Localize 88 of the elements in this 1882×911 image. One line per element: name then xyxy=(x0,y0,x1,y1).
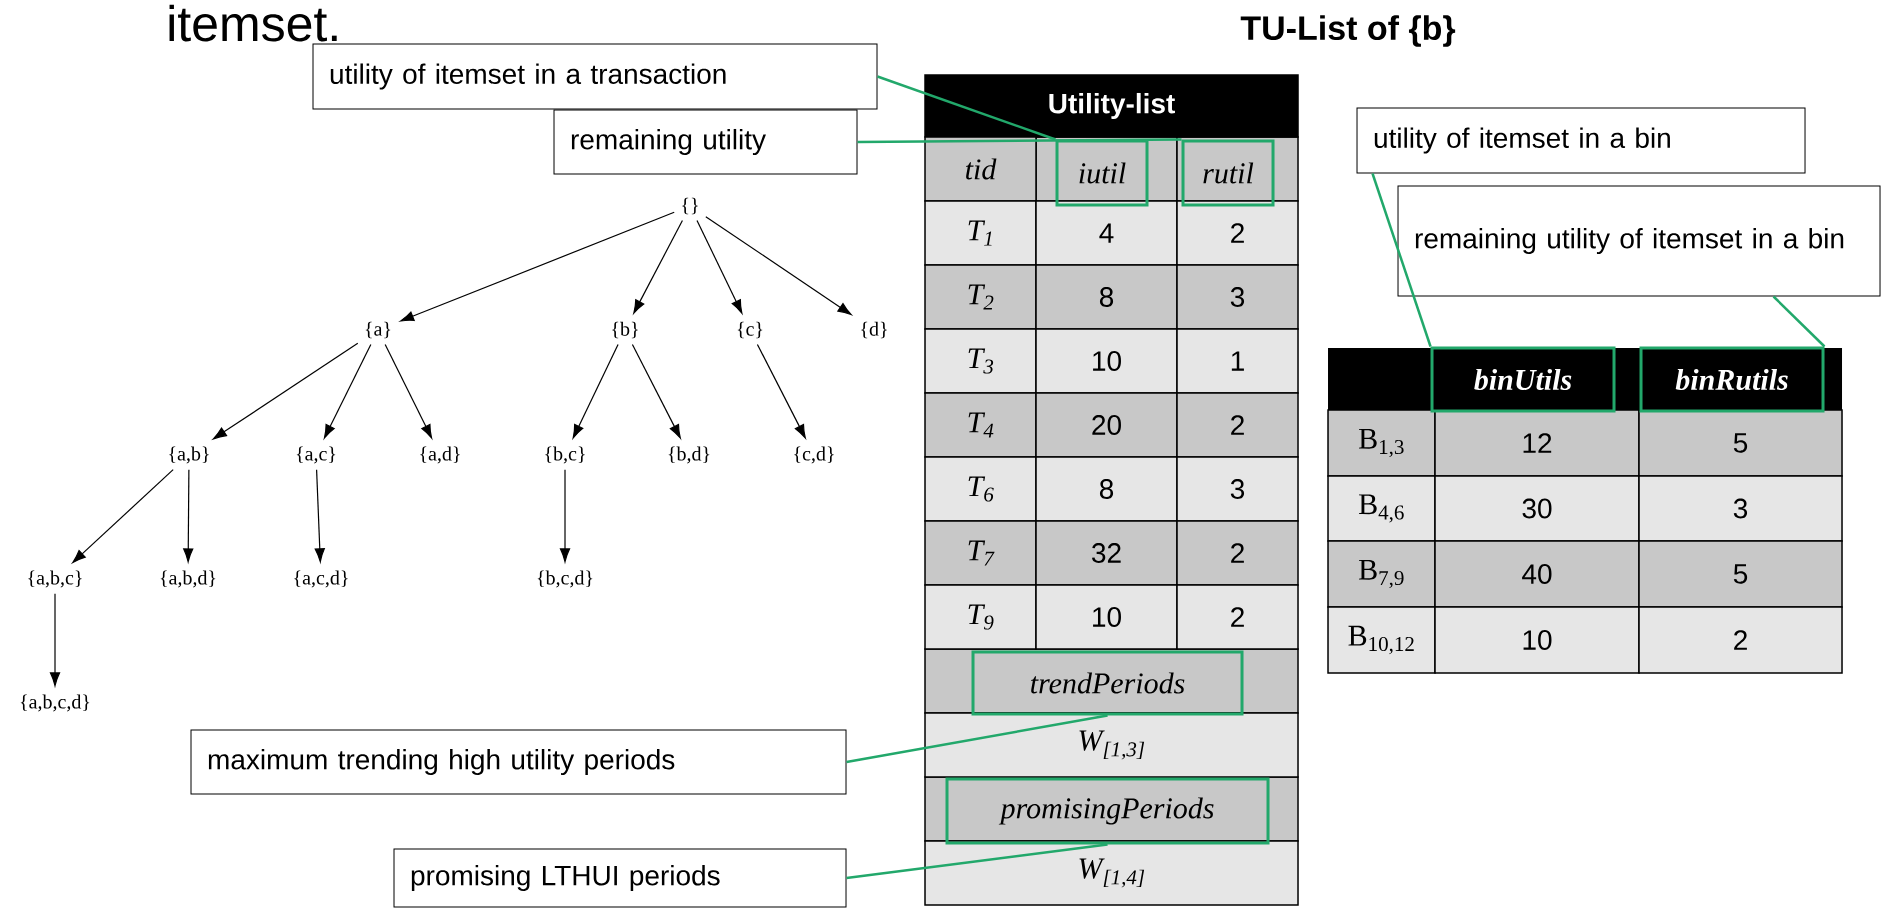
set-label: {c} xyxy=(737,321,763,339)
table-cell: Utility-list xyxy=(924,74,1299,138)
arrow xyxy=(400,211,675,322)
leader-line xyxy=(1371,173,1432,347)
arrow xyxy=(572,343,619,439)
table-cell: 2 xyxy=(1638,606,1843,674)
leader-line xyxy=(846,714,1108,764)
set-label: {a,b,c} xyxy=(28,570,82,588)
table-cell: 2 xyxy=(1176,200,1299,266)
table-cell: B$_{10,12}$ xyxy=(1327,606,1436,674)
set-label: {a,c} xyxy=(296,446,336,464)
table-cell: T$_{3}$ xyxy=(924,328,1037,394)
table-cell: 3 xyxy=(1638,475,1843,542)
table-cell: W$_{[1,3]}$ xyxy=(924,712,1299,778)
set-label: {a,d} xyxy=(420,446,460,464)
leader-line xyxy=(857,138,1182,144)
callout-box: remaining utility of itemset in a bin xyxy=(1397,185,1881,297)
table-cell: 5 xyxy=(1638,409,1843,477)
table-cell: 8 xyxy=(1035,456,1178,522)
callout-box: remaining utility xyxy=(553,109,858,175)
leader-line xyxy=(877,75,1056,141)
callout-box: utility of itemset in a bin xyxy=(1356,107,1806,174)
table-cell: B$_{4,6}$ xyxy=(1327,475,1436,542)
leader-line xyxy=(846,843,1108,880)
table-cell: T$_{7}$ xyxy=(924,520,1037,586)
arrow xyxy=(705,216,852,316)
highlight-box: iutil xyxy=(1055,139,1149,207)
set-label: {a,b,d} xyxy=(160,570,216,588)
heading-text: itemset. xyxy=(169,4,337,42)
table-cell: 3 xyxy=(1176,264,1299,330)
table-cell: T$_{6}$ xyxy=(924,456,1037,522)
table-cell: 1 xyxy=(1176,328,1299,394)
table-cell: 20 xyxy=(1035,392,1178,458)
arrow xyxy=(631,343,681,439)
table-cell: 2 xyxy=(1176,392,1299,458)
highlight-box: promisingPeriods xyxy=(945,777,1270,845)
arrow xyxy=(49,593,61,687)
highlight-box: trendPeriods xyxy=(971,650,1244,716)
table-cell: B$_{1,3}$ xyxy=(1327,409,1436,477)
table-title: TU-List of {b} xyxy=(1240,15,1456,47)
table-cell: W$_{[1,4]}$ xyxy=(924,840,1299,906)
table-cell: 3 xyxy=(1176,456,1299,522)
arrow xyxy=(314,469,325,563)
set-label: {b,d} xyxy=(668,446,710,464)
set-label: {d} xyxy=(861,321,887,339)
callout-box: promising LTHUI periods xyxy=(393,848,847,908)
arrow xyxy=(696,219,743,314)
table-cell: 30 xyxy=(1434,475,1640,542)
callout-box: maximum trending high utility periods xyxy=(190,729,847,795)
highlight-box: binRutils xyxy=(1639,346,1825,413)
table-cell: T$_{9}$ xyxy=(924,584,1037,650)
table-cell: T$_{2}$ xyxy=(924,264,1037,330)
leader-line xyxy=(1772,295,1826,348)
table-cell: 40 xyxy=(1434,540,1640,608)
table-cell: T$_{4}$ xyxy=(924,392,1037,458)
arrow xyxy=(72,469,174,564)
arrow xyxy=(183,469,194,563)
table-cell: 2 xyxy=(1176,520,1299,586)
set-label: {} xyxy=(682,197,698,215)
arrow xyxy=(559,469,571,563)
set-label: {b,c} xyxy=(545,446,585,464)
set-label: {a,b,c,d} xyxy=(20,694,90,712)
table-cell: B$_{7,9}$ xyxy=(1327,540,1436,608)
arrow xyxy=(756,343,806,439)
table-cell: 10 xyxy=(1035,328,1178,394)
arrow xyxy=(633,219,683,314)
table-cell: T$_{1}$ xyxy=(924,200,1037,266)
arrow xyxy=(384,343,433,439)
highlight-box: binUtils xyxy=(1430,346,1616,413)
table-cell: 32 xyxy=(1035,520,1178,586)
set-label: {b,c,d} xyxy=(537,570,593,588)
table-cell: 10 xyxy=(1434,606,1640,674)
set-label: {a} xyxy=(365,321,391,339)
highlight-box: rutil xyxy=(1181,139,1275,207)
set-label: {a,b} xyxy=(169,446,209,464)
table-cell: 12 xyxy=(1434,409,1640,477)
table-cell: 10 xyxy=(1035,584,1178,650)
set-label: {b} xyxy=(612,321,638,339)
arrow xyxy=(212,342,359,440)
callout-box: utility of itemset in a transaction xyxy=(312,43,878,110)
table-cell: 2 xyxy=(1176,584,1299,650)
set-label: {a,c,d} xyxy=(294,570,348,588)
set-label: {c,d} xyxy=(794,446,834,464)
table-cell: 4 xyxy=(1035,200,1178,266)
table-cell: 8 xyxy=(1035,264,1178,330)
table-cell: tid xyxy=(924,136,1037,202)
table-cell: 5 xyxy=(1638,540,1843,608)
arrow xyxy=(323,343,372,439)
